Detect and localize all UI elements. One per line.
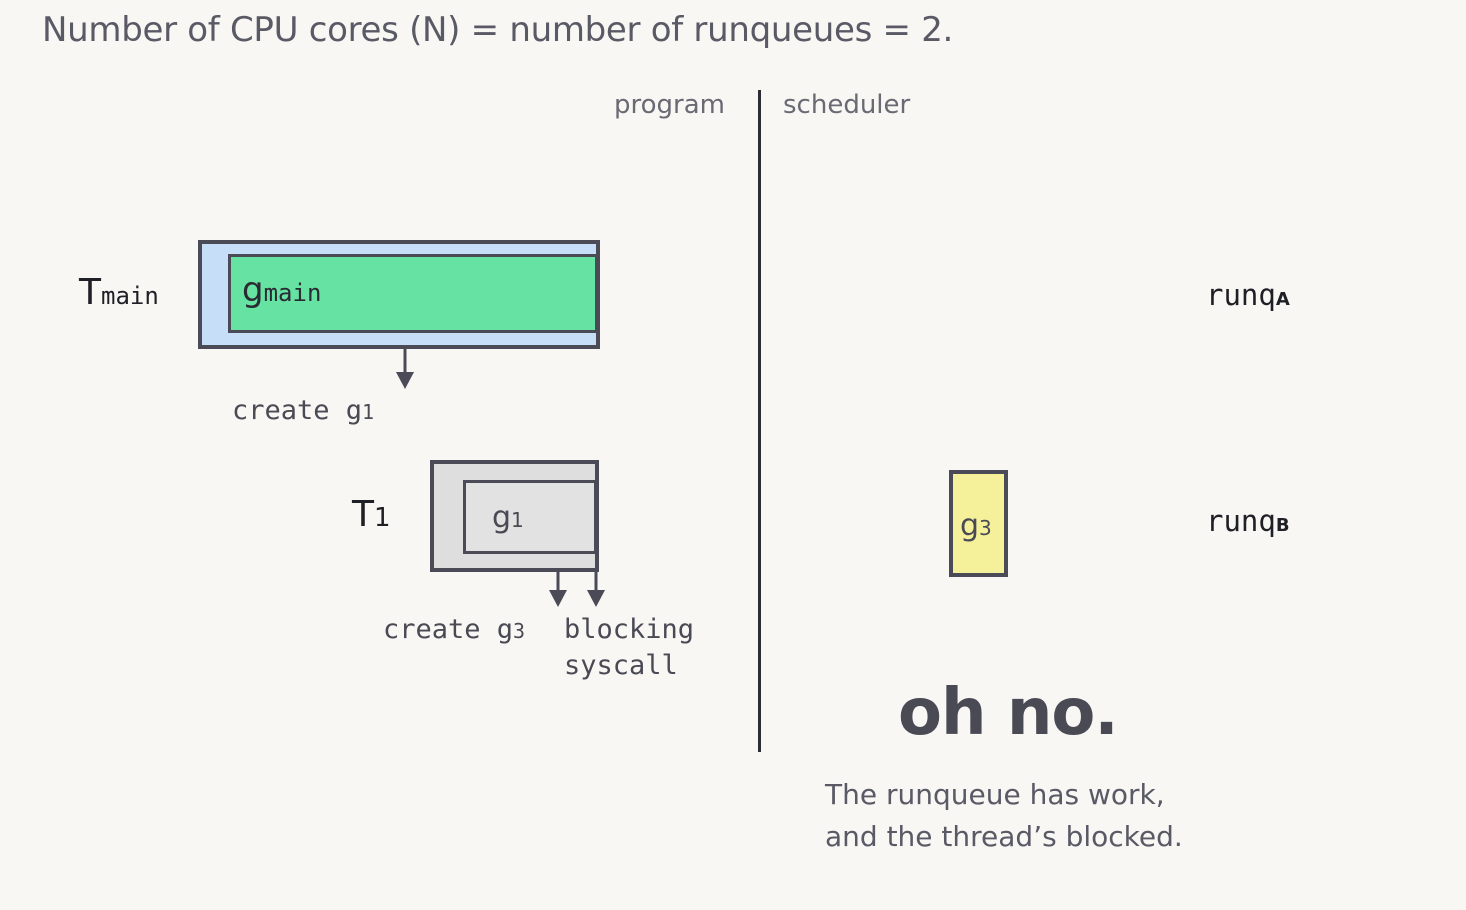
- goroutine-main-label: gmain: [242, 270, 321, 310]
- thread-main-letter: T: [79, 272, 101, 313]
- scheduler-column-label: scheduler: [783, 90, 911, 120]
- caption: The runqueue has work, and the thread’s …: [825, 774, 1183, 858]
- caption-line2: and the thread’s blocked.: [825, 820, 1183, 853]
- create-g1-label: create g1: [232, 393, 374, 430]
- blocking-syscall-label: blocking syscall: [564, 612, 694, 684]
- thread-main-sub: main: [101, 282, 159, 310]
- create-g1-sub: 1: [362, 400, 375, 424]
- goroutine-g1-box: [463, 480, 597, 554]
- goroutine-g3-letter: g: [960, 508, 980, 543]
- blocking-line2: syscall: [564, 650, 678, 681]
- thread-main-label: Tmain: [79, 272, 159, 313]
- create-g1-text: create g: [232, 395, 363, 426]
- runqueue-b-text: runq: [1206, 504, 1276, 538]
- goroutine-main-box: [228, 254, 598, 333]
- thread-t1-label: T1: [352, 494, 391, 535]
- program-column-label: program: [614, 90, 725, 120]
- runqueue-a-label: runqA: [1206, 278, 1290, 312]
- blocking-line1: blocking: [564, 614, 695, 645]
- thread-t1-sub: 1: [374, 503, 391, 533]
- column-divider: [758, 90, 761, 752]
- goroutine-g1-sub: 1: [511, 508, 524, 532]
- runqueue-a-text: runq: [1206, 278, 1276, 312]
- goroutine-g1-letter: g: [492, 500, 512, 535]
- runqueue-b-sub: B: [1275, 515, 1290, 536]
- caption-line1: The runqueue has work,: [825, 778, 1165, 811]
- slide-title: Number of CPU cores (N) = number of runq…: [42, 10, 954, 50]
- goroutine-g3-sub: 3: [979, 516, 992, 540]
- create-g3-text: create g: [383, 614, 514, 645]
- create-g3-sub: 3: [513, 619, 526, 643]
- goroutine-main-sub: main: [263, 279, 322, 307]
- arrow-down-icon: [587, 572, 605, 607]
- goroutine-g1-label: g1: [492, 500, 524, 535]
- exclamation-text: oh no.: [898, 676, 1119, 750]
- runqueue-a-sub: A: [1275, 289, 1290, 310]
- arrow-down-icon: [549, 572, 567, 607]
- goroutine-g3-box: [949, 470, 1008, 577]
- arrow-down-icon: [396, 349, 414, 389]
- thread-t1-letter: T: [352, 494, 374, 535]
- goroutine-main-letter: g: [242, 270, 264, 310]
- goroutine-g3-label: g3: [960, 508, 992, 543]
- runqueue-b-label: runqB: [1206, 504, 1290, 538]
- create-g3-label: create g3: [383, 612, 525, 649]
